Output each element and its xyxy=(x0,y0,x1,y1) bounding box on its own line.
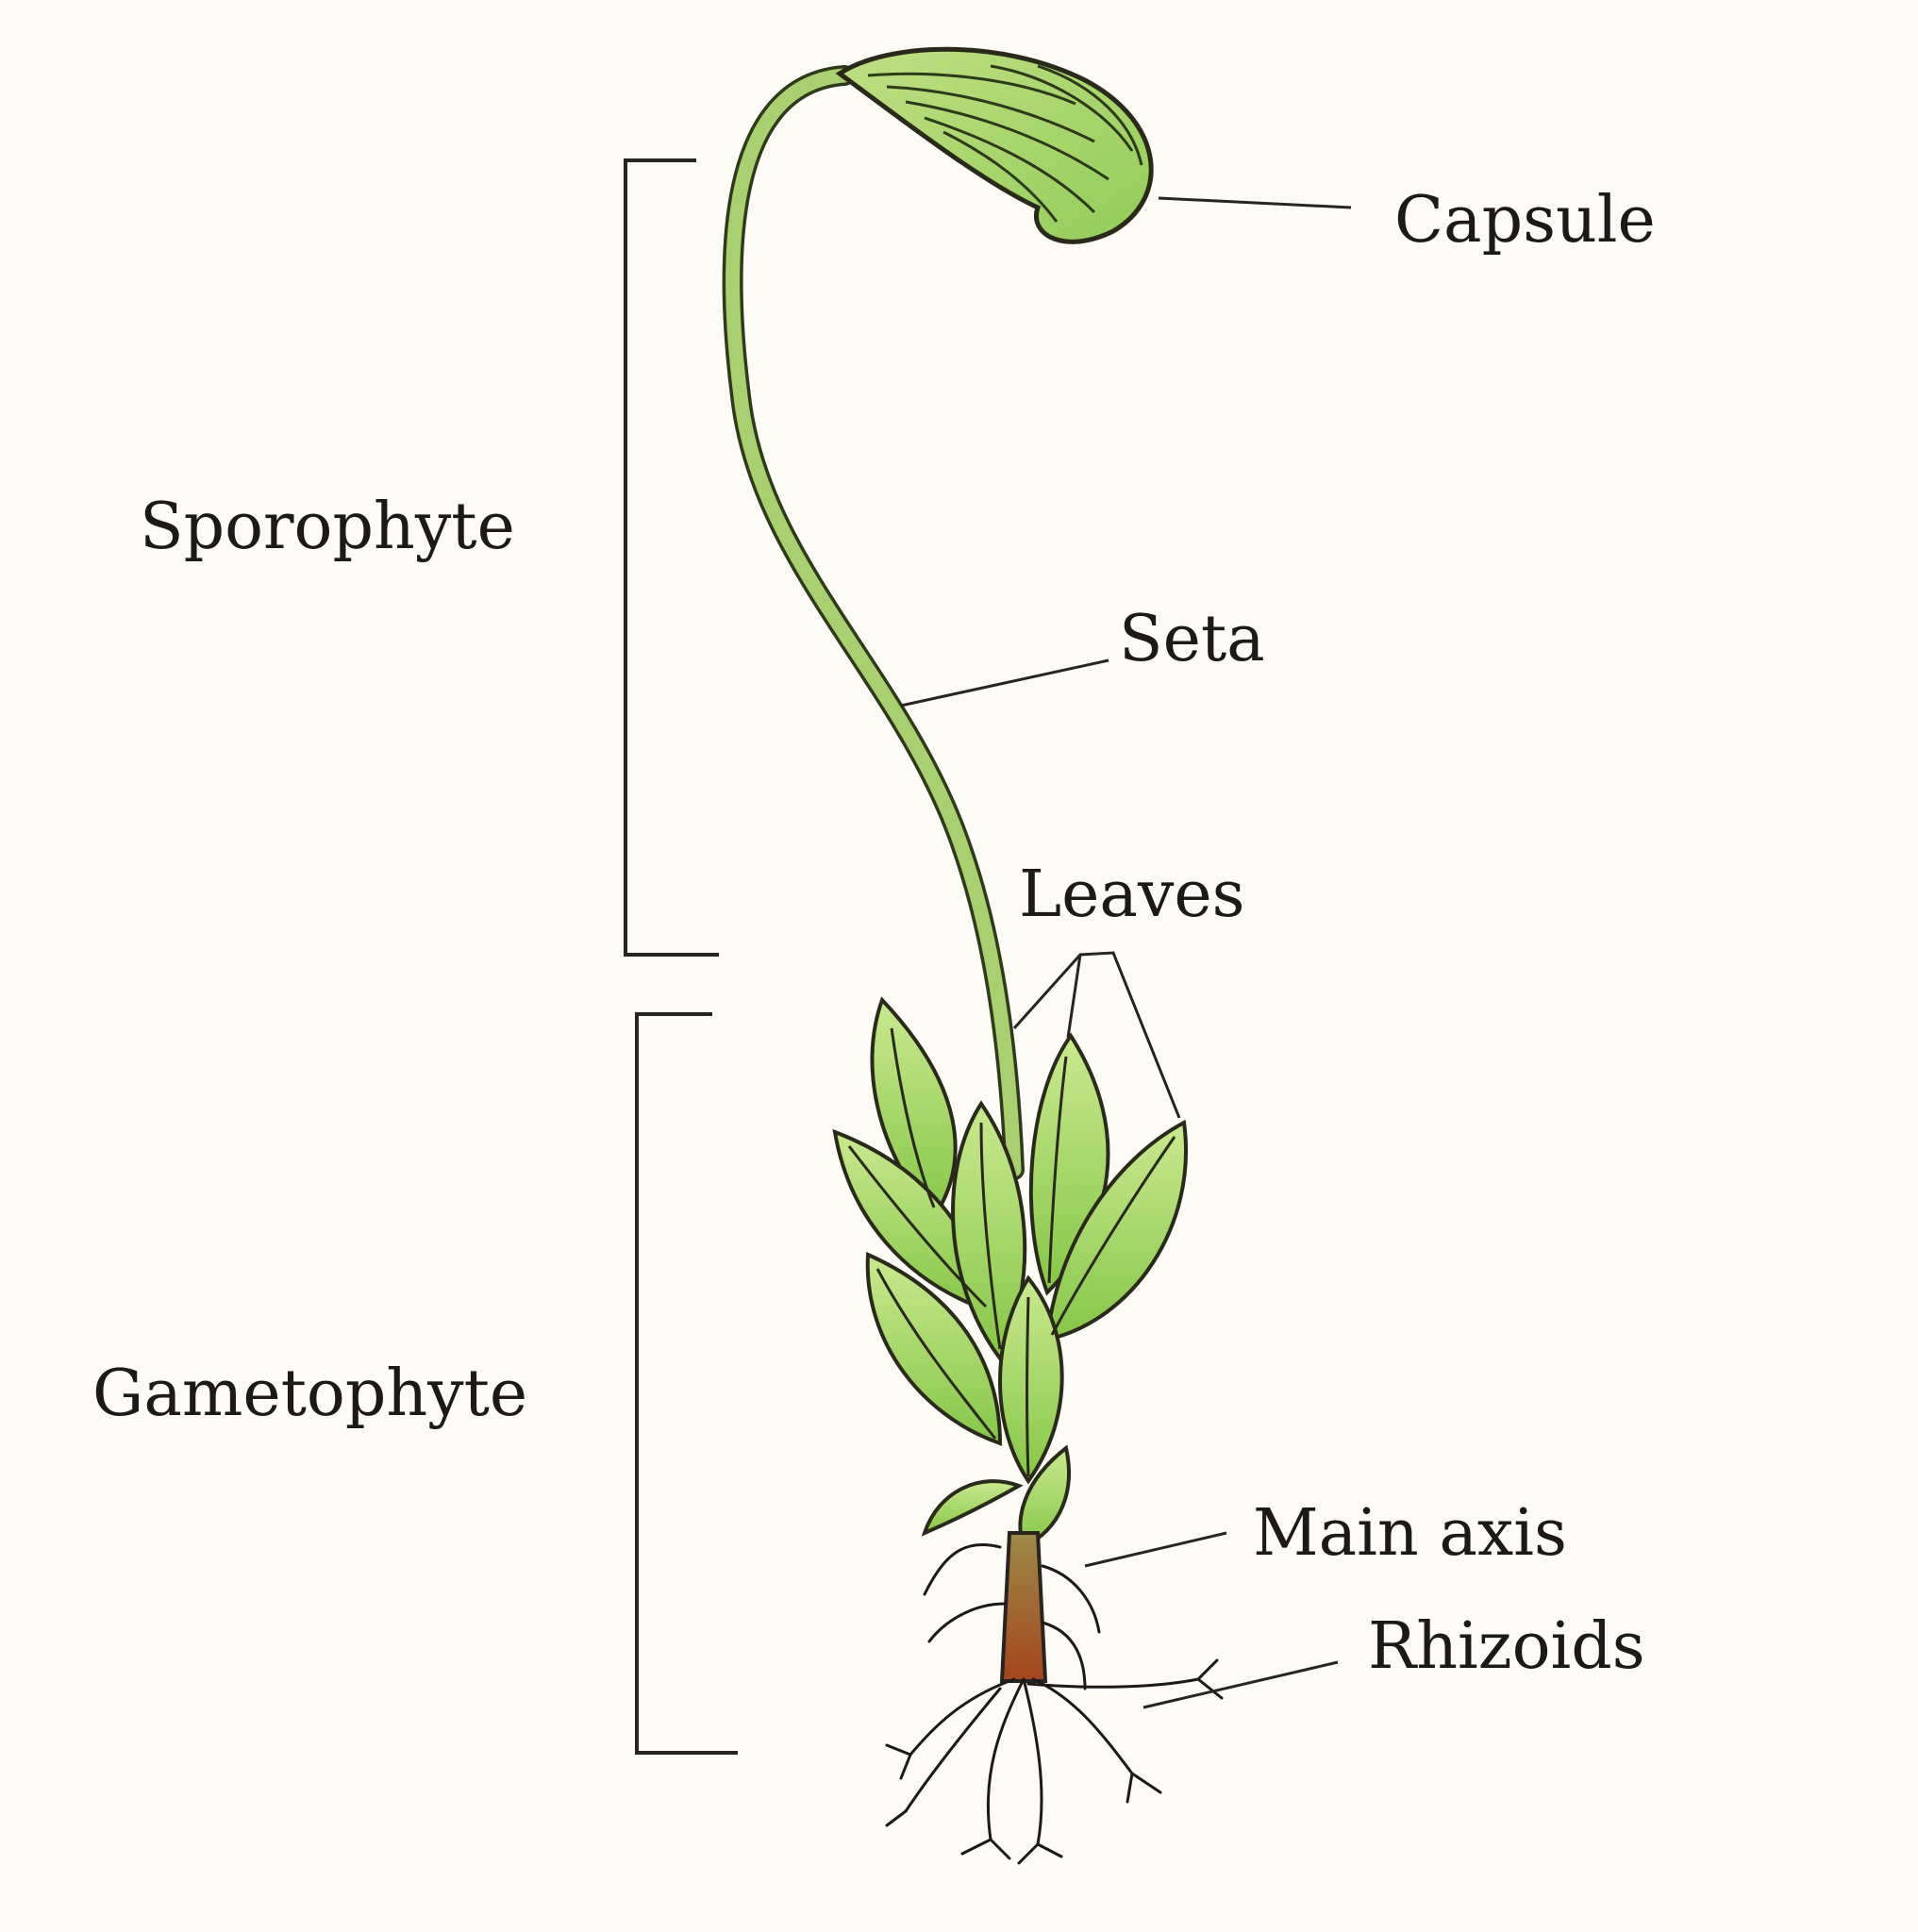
main-axis-leader xyxy=(1085,1533,1226,1566)
gametophyte-bracket xyxy=(637,1014,738,1753)
sporophyte-label: Sporophyte xyxy=(140,495,515,559)
rhizoids-leader xyxy=(1143,1662,1338,1707)
leaves-label: Leaves xyxy=(1019,863,1245,927)
main-axis-label: Main axis xyxy=(1253,1502,1567,1566)
capsule-shape xyxy=(840,49,1151,242)
seta-leader xyxy=(901,660,1109,706)
gametophyte-label: Gametophyte xyxy=(92,1362,527,1426)
seta-stalk xyxy=(733,75,1014,1170)
rhizoids-label: Rhizoids xyxy=(1368,1615,1645,1679)
capsule-label: Capsule xyxy=(1394,189,1656,253)
rhizoids-roots xyxy=(887,1544,1222,1863)
seta-label: Seta xyxy=(1119,608,1265,672)
capsule-leader xyxy=(1159,198,1351,208)
sporophyte-bracket xyxy=(625,160,719,955)
main-axis-stem xyxy=(1002,1533,1045,1681)
